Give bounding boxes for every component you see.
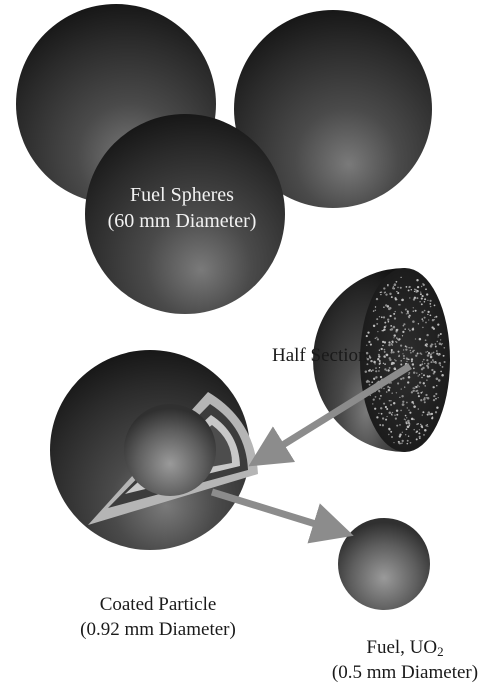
label-fuel-uo2-line2: (0.5 mm Diameter) <box>331 662 479 683</box>
fuel-sphere-front <box>85 114 285 314</box>
particle-kernel <box>124 404 216 496</box>
label-fuel-spheres-line1: Fuel Spheres <box>130 184 234 206</box>
label-fuel-spheres-line2: (60 mm Diameter) <box>107 210 257 232</box>
coated-particle <box>50 350 258 550</box>
fuel-sphere-right <box>234 10 432 208</box>
arrow-half-to-particle <box>248 363 412 467</box>
label-fuel-spheres: Fuel Spheres (60 mm Diameter) <box>72 182 292 234</box>
label-coated-particle-line1: Coated Particle <box>99 594 217 615</box>
label-coated-particle: Coated Particle (0.92 mm Diameter) <box>48 592 268 642</box>
label-fuel-uo2-line1: Fuel, UO2 <box>320 635 490 660</box>
label-fuel-uo2-prefix: Fuel, UO <box>366 637 438 658</box>
fuel-particle-dots <box>364 276 446 445</box>
label-half-section: Half Section <box>272 343 368 368</box>
fuel-uo2-sphere <box>338 518 430 610</box>
half-section-sphere <box>313 268 450 452</box>
label-coated-particle-line2: (0.92 mm Diameter) <box>80 619 236 640</box>
label-fuel-uo2-subscript: 2 <box>437 644 444 659</box>
label-half-section-text: Half Section <box>272 345 368 366</box>
label-fuel-uo2: Fuel, UO2 (0.5 mm Diameter) <box>320 635 490 685</box>
arrow-particle-to-kernel <box>210 488 354 544</box>
